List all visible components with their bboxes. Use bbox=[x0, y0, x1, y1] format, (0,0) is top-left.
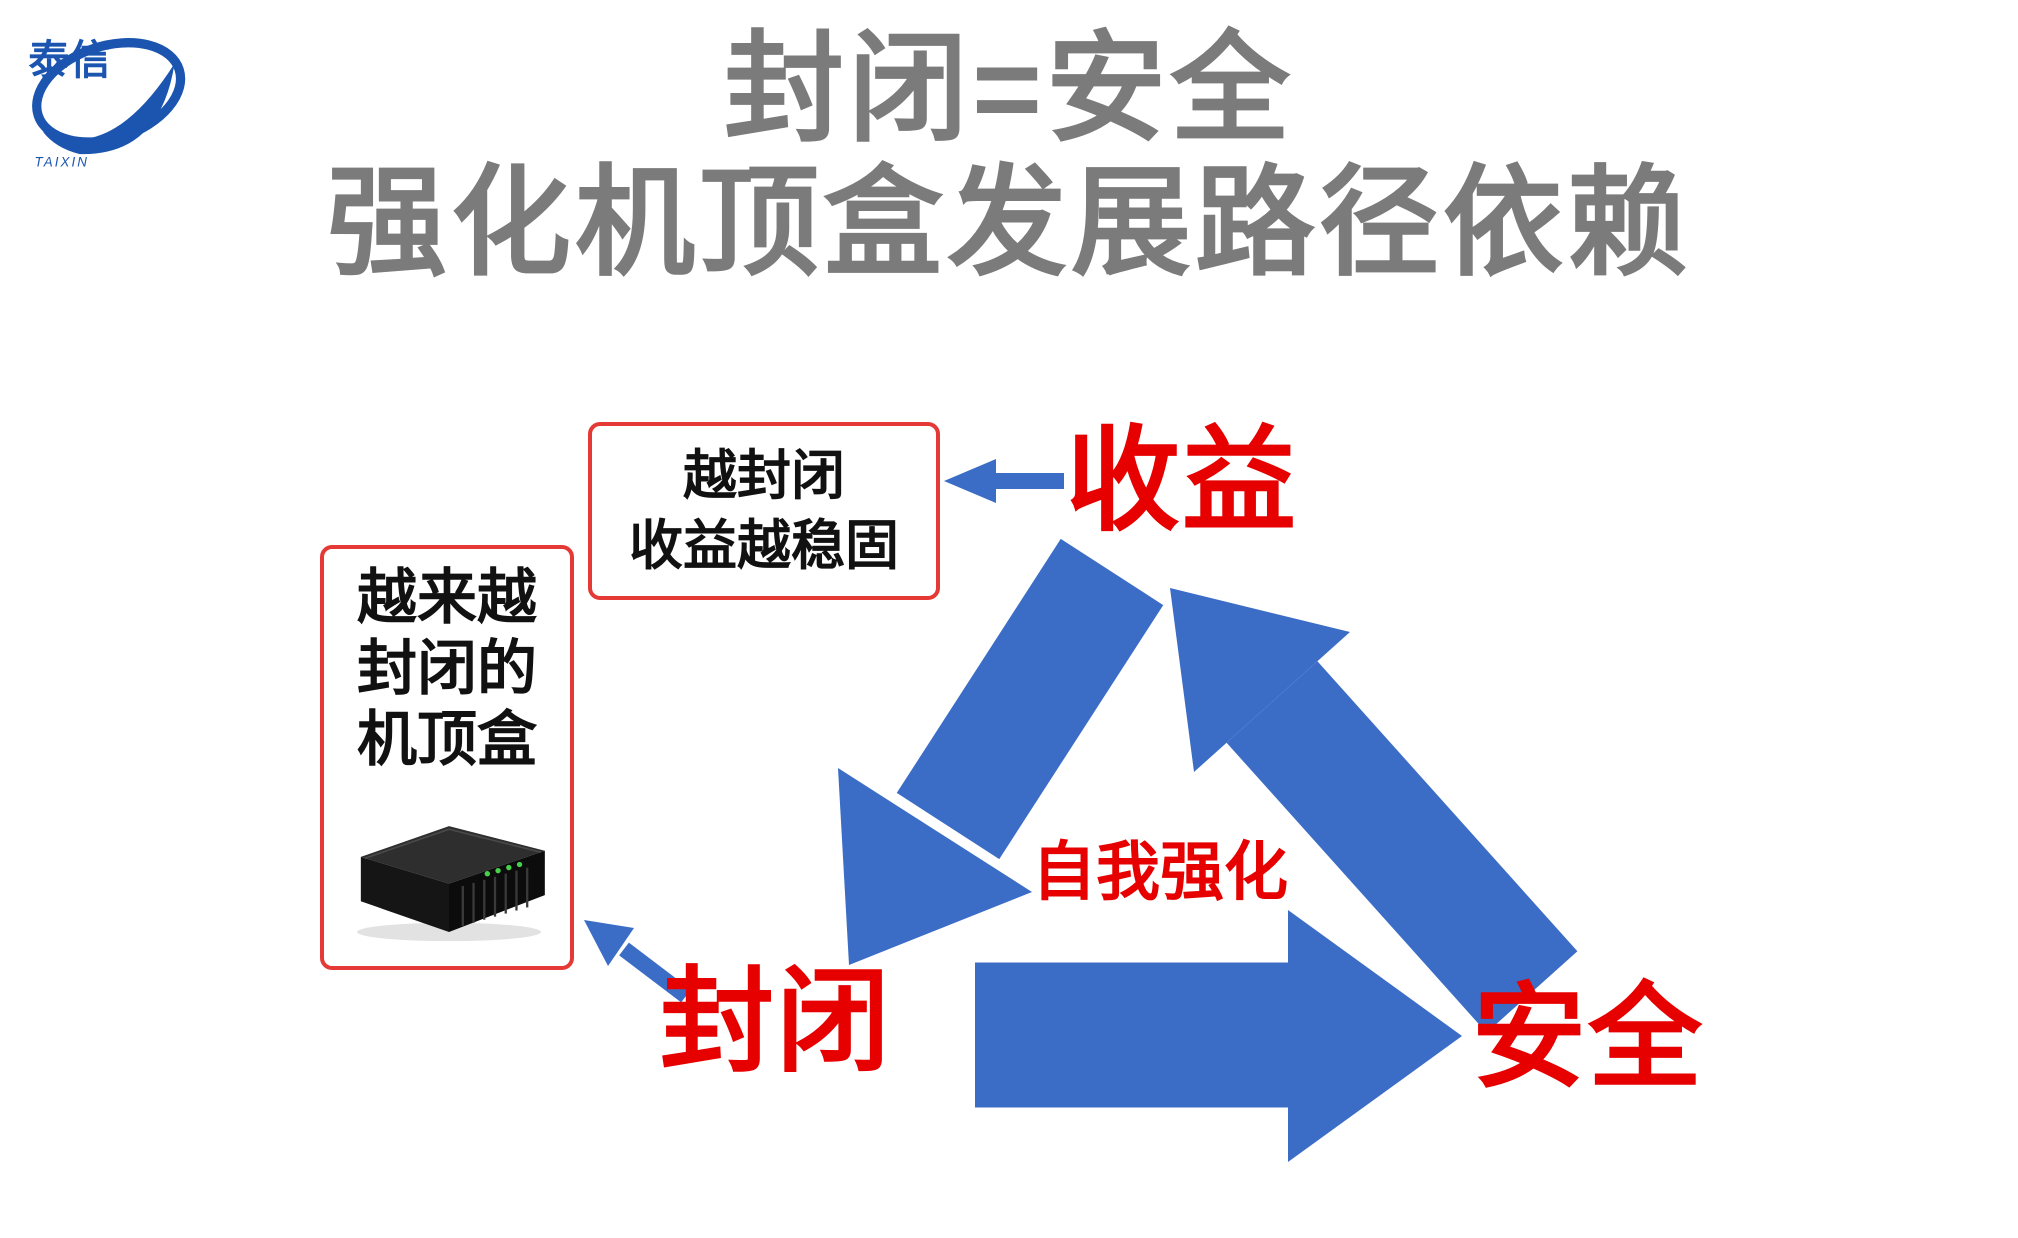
node-safe: 安全 bbox=[1472, 975, 1705, 1102]
arrow-revenue-to-closed-head bbox=[838, 768, 1032, 965]
header: 封闭=安全 强化机顶盒发展路径依赖 bbox=[0, 22, 2018, 291]
self-reinforcement-label: 自我强化 bbox=[1032, 836, 1288, 908]
callout-set-top-box: 越来越 封闭的 机顶盒 bbox=[320, 545, 574, 970]
arrow-closed-to-stb-head bbox=[584, 920, 634, 966]
set-top-box-image bbox=[334, 792, 564, 960]
callout-stb-line1: 越来越 bbox=[357, 564, 537, 631]
device-led-lights bbox=[484, 861, 523, 877]
page-title: 封闭=安全 bbox=[723, 22, 1295, 156]
set-top-box-drawing bbox=[357, 826, 545, 942]
arrow-revenue-to-closed-shaft bbox=[896, 538, 1164, 860]
node-revenue: 收益 bbox=[1066, 418, 1299, 545]
arrow-closed-to-safe-head bbox=[1288, 910, 1462, 1162]
callout-revenue-stability: 越封闭 收益越稳固 bbox=[588, 422, 940, 600]
callout-stb-line3: 机顶盒 bbox=[357, 705, 537, 773]
node-closed: 封闭 bbox=[660, 959, 893, 1086]
arrow-safe-to-revenue-shaft bbox=[1226, 661, 1578, 1033]
logo-text: 泰信 bbox=[28, 37, 110, 83]
arrow-revenue-to-callout-head bbox=[944, 459, 996, 503]
page-subtitle: 强化机顶盒发展路径依赖 bbox=[327, 156, 1691, 291]
callout-revenue-line1: 越封闭 bbox=[683, 445, 845, 506]
callout-revenue-line2: 收益越稳固 bbox=[629, 516, 899, 576]
swoosh-icon bbox=[32, 38, 186, 155]
callout-stb-line2: 封闭的 bbox=[357, 634, 537, 702]
taixin-logo: 泰信 TAIXIN bbox=[28, 37, 186, 169]
logo-subtext: TAIXIN bbox=[35, 154, 89, 169]
arrow-safe-to-revenue-head bbox=[1170, 588, 1350, 772]
